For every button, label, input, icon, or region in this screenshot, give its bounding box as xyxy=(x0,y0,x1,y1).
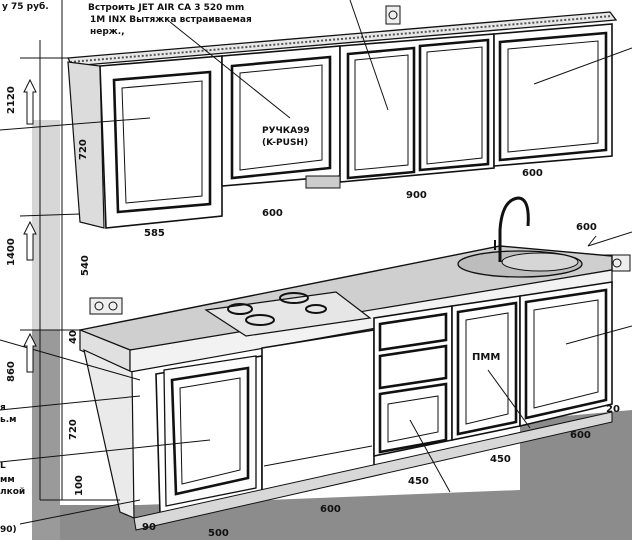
dim-base-height: 860 xyxy=(6,361,17,382)
leader-lines xyxy=(0,0,632,525)
burner-4 xyxy=(305,304,327,314)
handle-note-line2: (K-PUSH) xyxy=(262,138,308,148)
hood-note-line2: 1M INX Вытяжка встраиваемая xyxy=(90,15,252,25)
base-door-right-panel xyxy=(533,299,599,409)
arrow-up-middle xyxy=(23,220,37,261)
upper-door-1-panel xyxy=(121,80,203,204)
faucet xyxy=(498,196,530,262)
left-note-2: ь.м xyxy=(0,415,16,425)
dim-base-90: 90 xyxy=(142,522,156,533)
price-fragment: у 75 руб. xyxy=(2,1,49,12)
countertop xyxy=(77,196,613,373)
hood-strip xyxy=(305,175,341,189)
upper-cabinets xyxy=(66,11,618,229)
dim-right-depth: 600 xyxy=(576,222,597,233)
base-cabinets xyxy=(83,281,613,531)
cornice-bead xyxy=(69,15,613,63)
pmm-door-panel xyxy=(465,312,509,425)
upper-door-3b-panel xyxy=(426,46,483,165)
oven-line xyxy=(263,445,373,467)
base-door-500-panel xyxy=(179,377,241,485)
burner-3 xyxy=(245,314,275,326)
dim-plinth: 100 xyxy=(74,475,85,496)
dim-right-20: 20 xyxy=(606,404,620,415)
upper-side-panel xyxy=(67,61,105,229)
upper-door-3a-panel xyxy=(354,54,409,171)
hood-note-line3: нерж., xyxy=(90,27,125,37)
dim-upper-600-right: 600 xyxy=(522,168,543,179)
left-note-1: я xyxy=(0,403,6,413)
dim-base-600-right: 600 xyxy=(570,430,591,441)
dim-counter-thickness: 40 xyxy=(68,330,79,344)
left-note-6: 90) xyxy=(0,525,17,535)
left-note-5: лкой xyxy=(0,487,25,497)
dishwasher-label: ПММ xyxy=(472,352,500,363)
left-dimension-lines xyxy=(19,57,120,501)
upper-door-2-panel xyxy=(239,64,323,171)
upper-door-4-panel xyxy=(507,40,599,153)
drawer-1 xyxy=(378,312,448,352)
dim-base-500: 500 xyxy=(208,528,229,539)
outlet-left xyxy=(89,297,123,315)
sink-bowl xyxy=(501,252,579,272)
dim-upper-585: 585 xyxy=(144,228,165,239)
dim-upper-height: 720 xyxy=(78,139,89,160)
arrow-up-upper xyxy=(23,78,37,125)
drawer-3-panel xyxy=(387,395,439,443)
arrow-up-lower xyxy=(23,332,37,373)
left-lower-shade xyxy=(32,330,60,540)
burner-1 xyxy=(227,303,253,315)
left-note-3: L xyxy=(0,461,6,471)
base-end-panel xyxy=(83,348,135,519)
dim-upper-900: 900 xyxy=(406,190,427,201)
dim-base-450-drawers: 450 xyxy=(408,476,429,487)
drawer-2 xyxy=(378,344,448,390)
cooktop xyxy=(204,291,372,337)
dim-gap-height: 1400 xyxy=(6,238,17,266)
dim-wall-height: 2120 xyxy=(6,86,17,114)
dim-upper-600-left: 600 xyxy=(262,208,283,219)
outlet-upper xyxy=(385,5,401,25)
hood-note-line1: Встроить JET AIR CA 3 520 mm xyxy=(88,3,244,13)
plinth xyxy=(133,411,613,531)
dim-base-600: 600 xyxy=(320,504,341,515)
left-note-4: мм xyxy=(0,475,15,485)
handle-note-line1: РУЧКА99 xyxy=(262,126,310,136)
dim-base-450-pmm: 450 xyxy=(490,454,511,465)
dim-base-cabinet-height: 720 xyxy=(68,419,79,440)
burner-2 xyxy=(279,292,309,304)
dim-gap-counter: 540 xyxy=(80,255,91,276)
